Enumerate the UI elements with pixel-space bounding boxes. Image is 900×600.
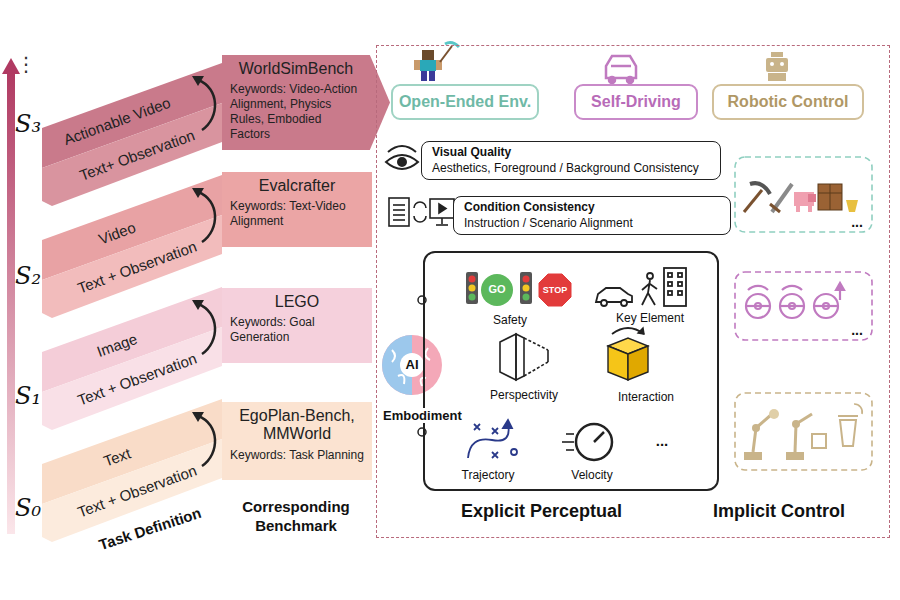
factor-label: Safety <box>493 313 527 327</box>
arrow-fill <box>222 55 390 150</box>
factor-label: Key Element <box>616 311 684 325</box>
benchmark-keywords: Keywords: Goal Generation <box>222 313 372 347</box>
scenario-box: Open-Ended Env. <box>391 84 539 120</box>
benchmark-name: LEGO <box>222 288 372 313</box>
benchmark-name: EgoPlan-Bench, MMWorld <box>222 402 372 446</box>
benchmark-box: EgoPlan-Bench, MMWorldKeywords: Task Pla… <box>222 402 372 480</box>
robot-arm-icons <box>744 404 862 460</box>
factor-label: Trajectory <box>462 468 515 482</box>
level-label: S₃ <box>15 110 41 138</box>
perspectivity-icon <box>500 334 548 380</box>
steering-icons <box>746 283 844 318</box>
level-arrow <box>7 72 15 534</box>
benchmark-keywords: Keywords: Task Planning <box>222 446 372 465</box>
criterion-box: Condition ConsistencyInstruction / Scena… <box>453 196 731 235</box>
condition-icon <box>389 198 454 226</box>
benchmark-name: WorldSimBench <box>222 55 370 80</box>
curl-arrow <box>198 80 215 130</box>
factor-label: Velocity <box>571 468 612 482</box>
scenario-box: Self-Driving <box>574 84 698 120</box>
criterion-title: Condition Consistency <box>464 200 720 216</box>
scenario-name: Robotic Control <box>728 93 849 111</box>
ribbon-front <box>42 215 222 318</box>
ribbon-front <box>42 327 222 430</box>
trajectory-icon <box>468 420 517 458</box>
factor-label: Interaction <box>618 390 674 404</box>
curl-arrow <box>198 416 215 466</box>
criterion-detail: Aesthetics, Foreground / Background Cons… <box>432 161 710 177</box>
car-icon <box>606 56 636 83</box>
level-label: S₁ <box>15 382 41 410</box>
player-icon <box>414 43 459 81</box>
safety-icon <box>466 272 572 307</box>
curl-arrow-head <box>192 188 204 198</box>
scenario-name: Open-Ended Env. <box>399 93 531 111</box>
sign-text: GO <box>488 283 505 295</box>
ellipsis-mark: ... <box>851 214 863 230</box>
action-box <box>735 157 872 232</box>
scenario-name: Self-Driving <box>591 93 681 111</box>
game-items <box>744 183 858 212</box>
criterion-detail: Instruction / Scenario Alignment <box>464 216 720 232</box>
brain-icon <box>382 335 442 395</box>
action-box <box>735 393 872 470</box>
ellipsis-mark: ... <box>851 322 863 338</box>
benchmark-box: EvalcrafterKeywords: Text-Video Alignmen… <box>222 172 372 247</box>
scenario-box: Robotic Control <box>712 84 864 120</box>
axis-title: Corresponding Benchmark <box>231 498 361 536</box>
ellipsis-mark: ... <box>656 432 669 449</box>
eye-icon <box>386 146 418 169</box>
velocity-icon <box>562 424 612 460</box>
action-box <box>735 272 872 340</box>
level-label: S₀ <box>15 494 41 522</box>
criterion-box: Visual QualityAesthetics, Foreground / B… <box>421 141 721 180</box>
interaction-icon <box>608 328 648 380</box>
section-title: Explicit Perceptual <box>461 501 622 522</box>
benchmark-box: WorldSimBenchKeywords: Video-Action Alig… <box>222 55 390 150</box>
factor-label: Perspectivity <box>490 388 558 402</box>
section-title: Implicit Control <box>713 501 845 522</box>
curl-arrow-head <box>192 76 204 86</box>
curl-arrow <box>198 192 215 242</box>
level-label: S₂ <box>15 262 41 290</box>
key-element-icon <box>596 268 686 306</box>
brain-label: AI <box>406 357 419 372</box>
embodiment-box: Embodiment <box>423 251 719 491</box>
benchmark-keywords: Keywords: Video-Action Alignment, Physic… <box>222 80 370 144</box>
curl-arrow <box>198 304 215 354</box>
curl-arrow-head <box>192 300 204 310</box>
curl-arrow-head <box>192 412 204 422</box>
benchmark-box: LEGOKeywords: Goal Generation <box>222 288 372 363</box>
benchmark-keywords: Keywords: Text-Video Alignment <box>222 197 372 231</box>
criterion-title: Visual Quality <box>432 145 710 161</box>
embodiment-title: Embodiment <box>381 408 464 423</box>
sign-text: STOP <box>543 285 567 295</box>
evaluation-panel: Explicit Perceptual Implicit Control Open-… <box>376 45 890 538</box>
ellipsis-mark: ⋮ <box>16 52 36 76</box>
robot-icon <box>766 52 788 81</box>
benchmark-name: Evalcrafter <box>222 172 372 197</box>
